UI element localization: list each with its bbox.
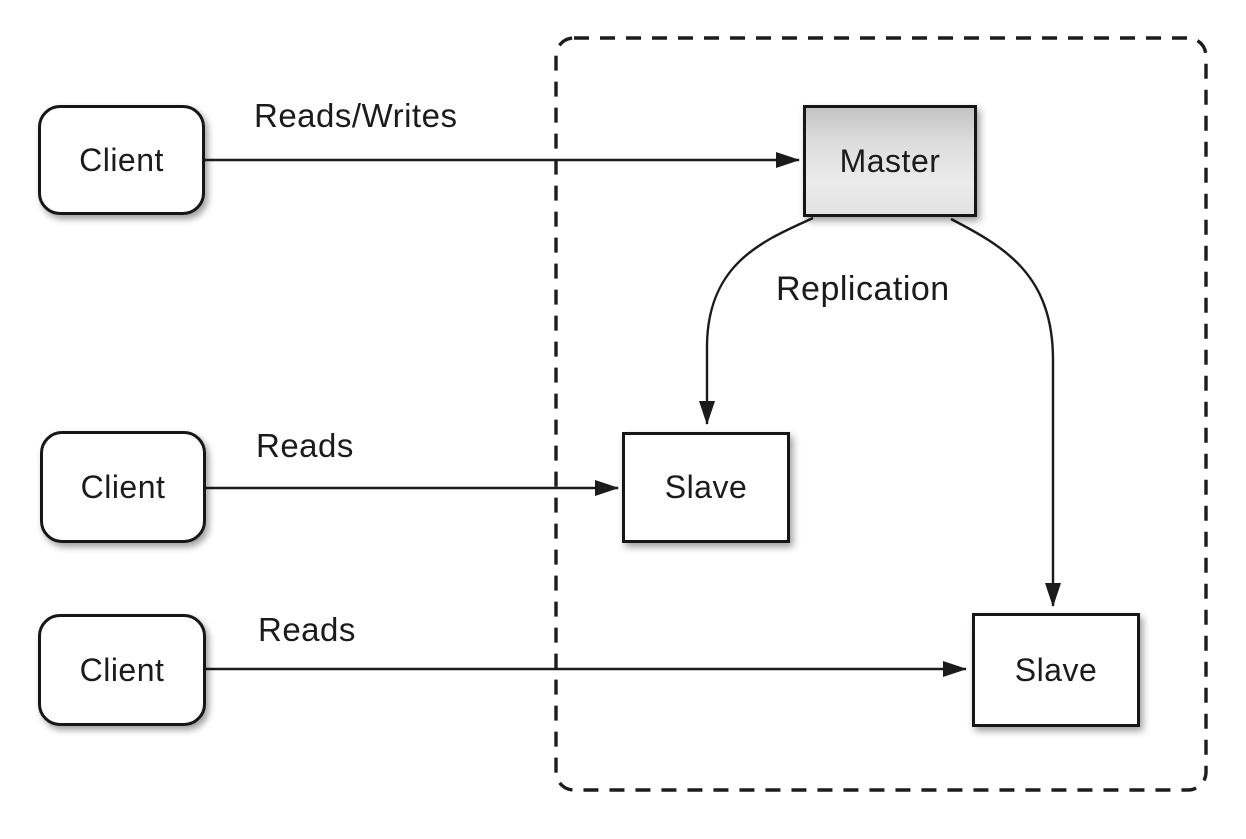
- node-slave-1-label: Slave: [664, 469, 748, 505]
- node-client-2-label: Client: [80, 468, 166, 505]
- node-master-label: Master: [839, 142, 941, 179]
- replication-boundary: [554, 36, 1208, 792]
- node-client-1: Client: [38, 105, 205, 215]
- edge-master-slave1: [699, 216, 814, 425]
- node-master: Master: [803, 105, 977, 217]
- node-slave-1: Slave: [622, 432, 790, 543]
- node-client-1-label: Client: [79, 141, 164, 178]
- node-slave-2: Slave: [972, 613, 1140, 727]
- node-client-2: Client: [40, 431, 206, 543]
- edge-master-slave2: [950, 217, 1061, 607]
- edge-label-reads-2: Reads: [258, 611, 356, 648]
- node-client-3: Client: [38, 614, 206, 726]
- edge-label-reads-writes: Reads/Writes: [254, 97, 458, 134]
- edge-label-reads-1: Reads: [256, 427, 354, 464]
- edge-label-replication: Replication: [776, 270, 950, 308]
- node-client-3-label: Client: [79, 651, 165, 688]
- node-slave-2-label: Slave: [1014, 651, 1098, 688]
